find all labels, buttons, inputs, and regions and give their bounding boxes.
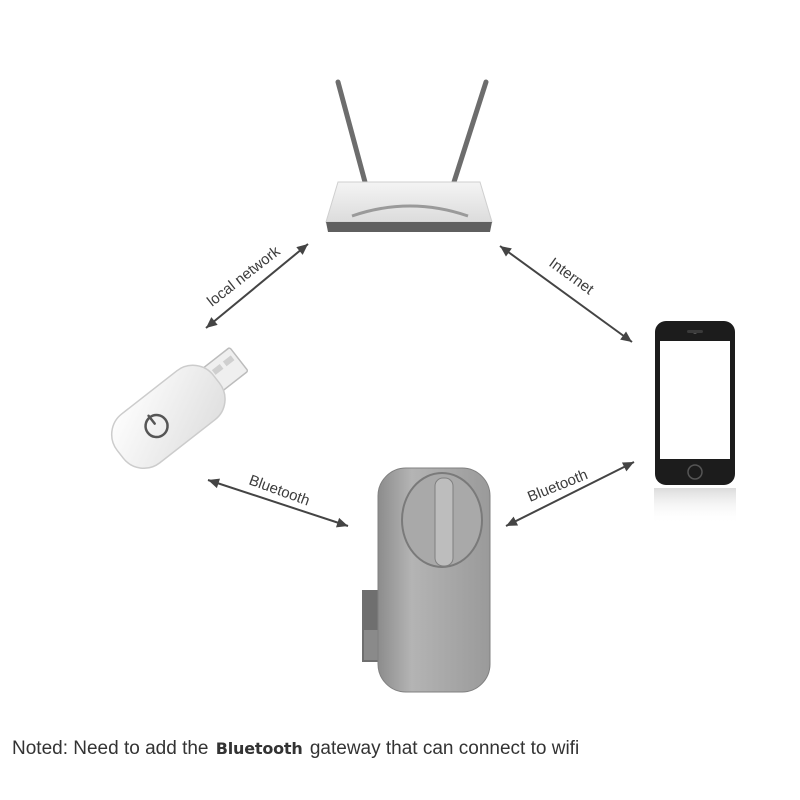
arrow-phone-lock (505, 461, 635, 527)
smartphone-icon (654, 321, 736, 524)
bluetooth-gateway-dongle-icon (110, 347, 249, 470)
note-prefix: Noted: Need to add the (12, 738, 214, 759)
label-local-network: local network (204, 243, 284, 311)
smart-lock-icon (362, 467, 491, 693)
arrow-router-dongle (205, 243, 309, 329)
arrow-dongle-lock (207, 478, 349, 528)
note-text: Noted: Need to add the Bluetooth gateway… (12, 738, 579, 760)
note-highlight: Bluetooth (215, 739, 303, 758)
note-suffix: gateway that can connect to wifi (304, 738, 580, 759)
wifi-router-icon (325, 79, 493, 232)
connection-arrows (205, 243, 635, 528)
label-internet: Internet (546, 254, 598, 298)
arrow-router-phone (499, 245, 633, 343)
